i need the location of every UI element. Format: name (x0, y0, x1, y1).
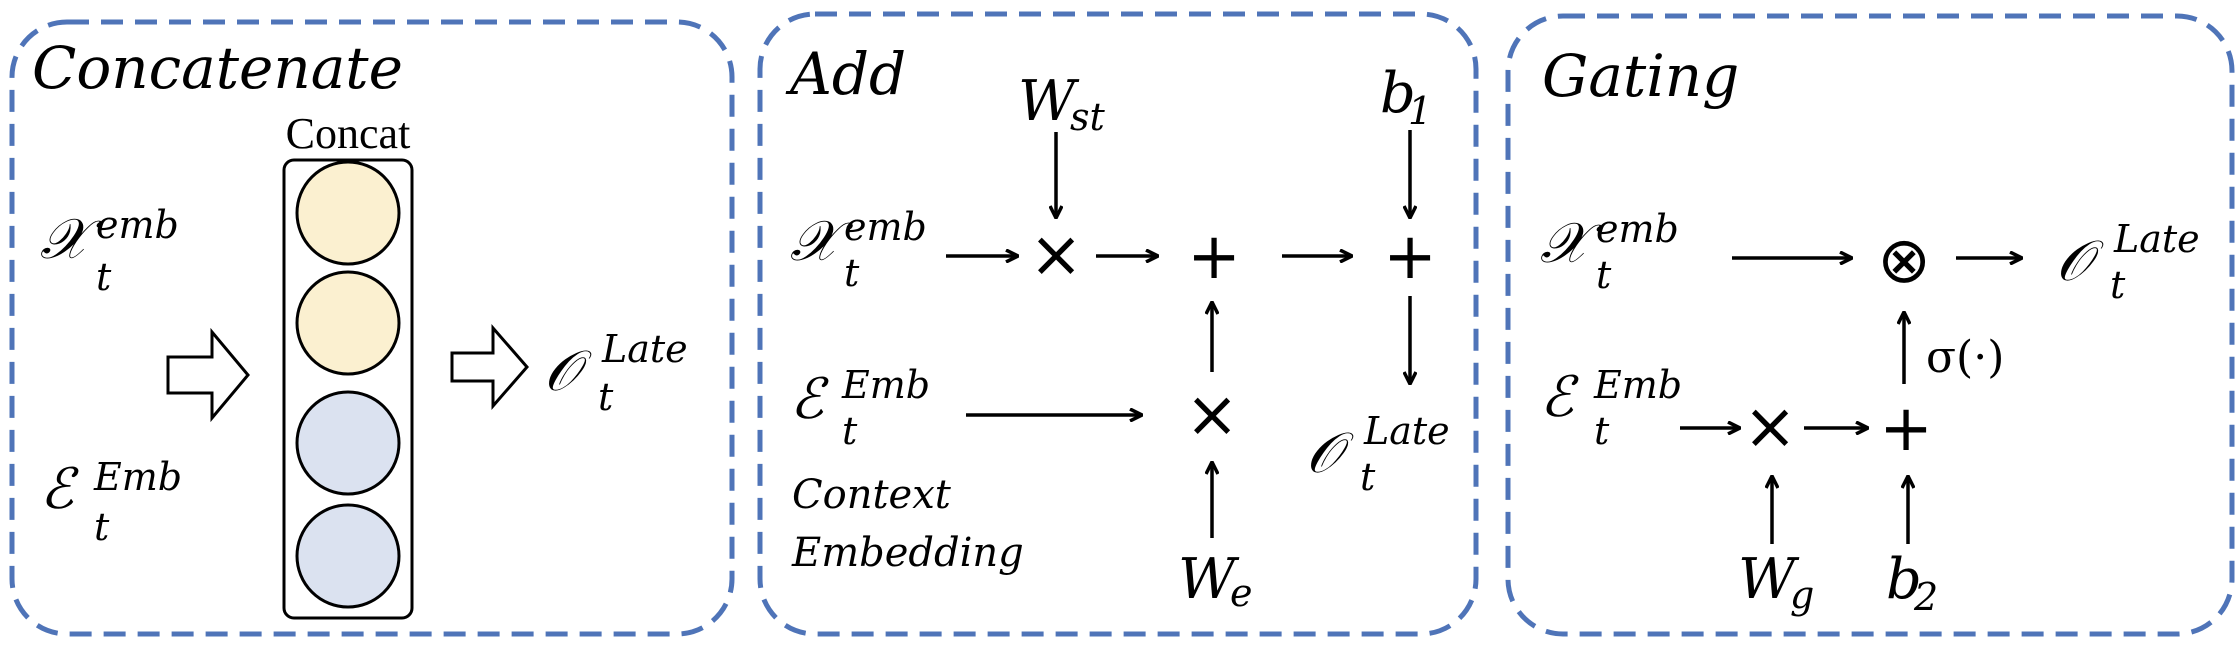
add-wst-sub: st (1070, 95, 1106, 139)
add-mult-top: × (1029, 218, 1083, 292)
gating-x-emb-symbol: 𝒳 (1540, 211, 1604, 276)
concat-output-hollow-arrow (450, 323, 529, 411)
gating-b2-symbol: b (1886, 547, 1922, 612)
concat-input-hollow-arrow (166, 327, 250, 423)
concat-e-emb-symbol: ℰ (40, 457, 79, 522)
add-x-emb-sub: t (844, 251, 860, 295)
add-wst-symbol: W (1018, 69, 1080, 134)
concat-o-late-sup: Late (601, 327, 688, 371)
gating-x-emb-sub: t (1596, 253, 1612, 297)
concat-circle-4 (295, 503, 401, 609)
add-plus-2: + (1383, 220, 1437, 294)
add-e-emb-sup: Emb (841, 363, 930, 407)
panel-add-title: Add (785, 40, 906, 108)
add-x-emb-sup: emb (844, 205, 927, 249)
add-o-late-sub: t (1360, 455, 1376, 499)
gating-sigma-label: σ(·) (1926, 332, 2004, 383)
gating-e-emb-symbol: ℰ (1540, 365, 1579, 430)
add-context-label-line1: Context (792, 472, 952, 518)
gating-b2-sub: 2 (1913, 575, 1938, 619)
add-plus-1: + (1187, 220, 1241, 294)
concat-x-emb-sub: t (96, 255, 112, 299)
gating-otimes: ⊗ (1877, 224, 1931, 298)
concat-x-emb-sup: emb (96, 203, 179, 247)
gating-wg-symbol: W (1738, 547, 1800, 612)
add-e-emb-symbol: ℰ (790, 367, 829, 432)
gating-plus: + (1879, 392, 1933, 466)
gating-o-late-sub: t (2110, 263, 2126, 307)
gating-wg-sub: g (1790, 573, 1814, 617)
add-b1-symbol: b (1380, 61, 1416, 126)
panel-concatenate-title: Concatenate (32, 34, 403, 102)
add-context-label-line2: Embedding (791, 530, 1024, 576)
concat-o-late-symbol: 𝒪 (544, 339, 592, 404)
concat-circle-2 (295, 270, 401, 376)
concat-e-emb-sup: Emb (93, 455, 182, 499)
panel-add: Add W st b 1 𝒳 emb t × + + 𝒪 Late t ℰ Em… (757, 11, 1479, 637)
gating-e-emb-sup: Emb (1593, 363, 1682, 407)
concat-block (282, 158, 414, 620)
add-e-emb-sub: t (842, 409, 858, 453)
add-b1-sub: 1 (1408, 89, 1432, 133)
concat-block-label: Concat (286, 109, 411, 158)
concat-e-emb-sub: t (94, 505, 110, 549)
gating-o-late-symbol: 𝒪 (2056, 229, 2104, 294)
concat-o-late-sub: t (598, 375, 614, 419)
concat-circle-1 (295, 160, 401, 266)
add-we-symbol: W (1178, 547, 1240, 612)
gating-o-late-sup: Late (2113, 217, 2200, 261)
panel-concatenate-border (9, 19, 735, 637)
concat-x-emb-symbol: 𝒳 (40, 207, 104, 272)
panel-gating-title: Gating (1542, 42, 1739, 110)
gating-mult: × (1743, 390, 1797, 464)
add-mult-bottom: × (1185, 378, 1239, 452)
panel-concatenate: Concatenate 𝒳 emb t ℰ Emb t Concat 𝒪 Lat… (9, 19, 735, 637)
panel-gating-border (1505, 13, 2235, 637)
concat-circle-3 (295, 390, 401, 496)
gating-e-emb-sub: t (1594, 409, 1610, 453)
add-o-late-symbol: 𝒪 (1306, 421, 1354, 486)
add-we-sub: e (1230, 571, 1253, 615)
panel-gating: Gating 𝒳 emb t ⊗ 𝒪 Late t σ(·) ℰ Emb t ×… (1505, 13, 2235, 637)
gating-x-emb-sup: emb (1596, 207, 1679, 251)
add-o-late-sup: Late (1363, 409, 1450, 453)
